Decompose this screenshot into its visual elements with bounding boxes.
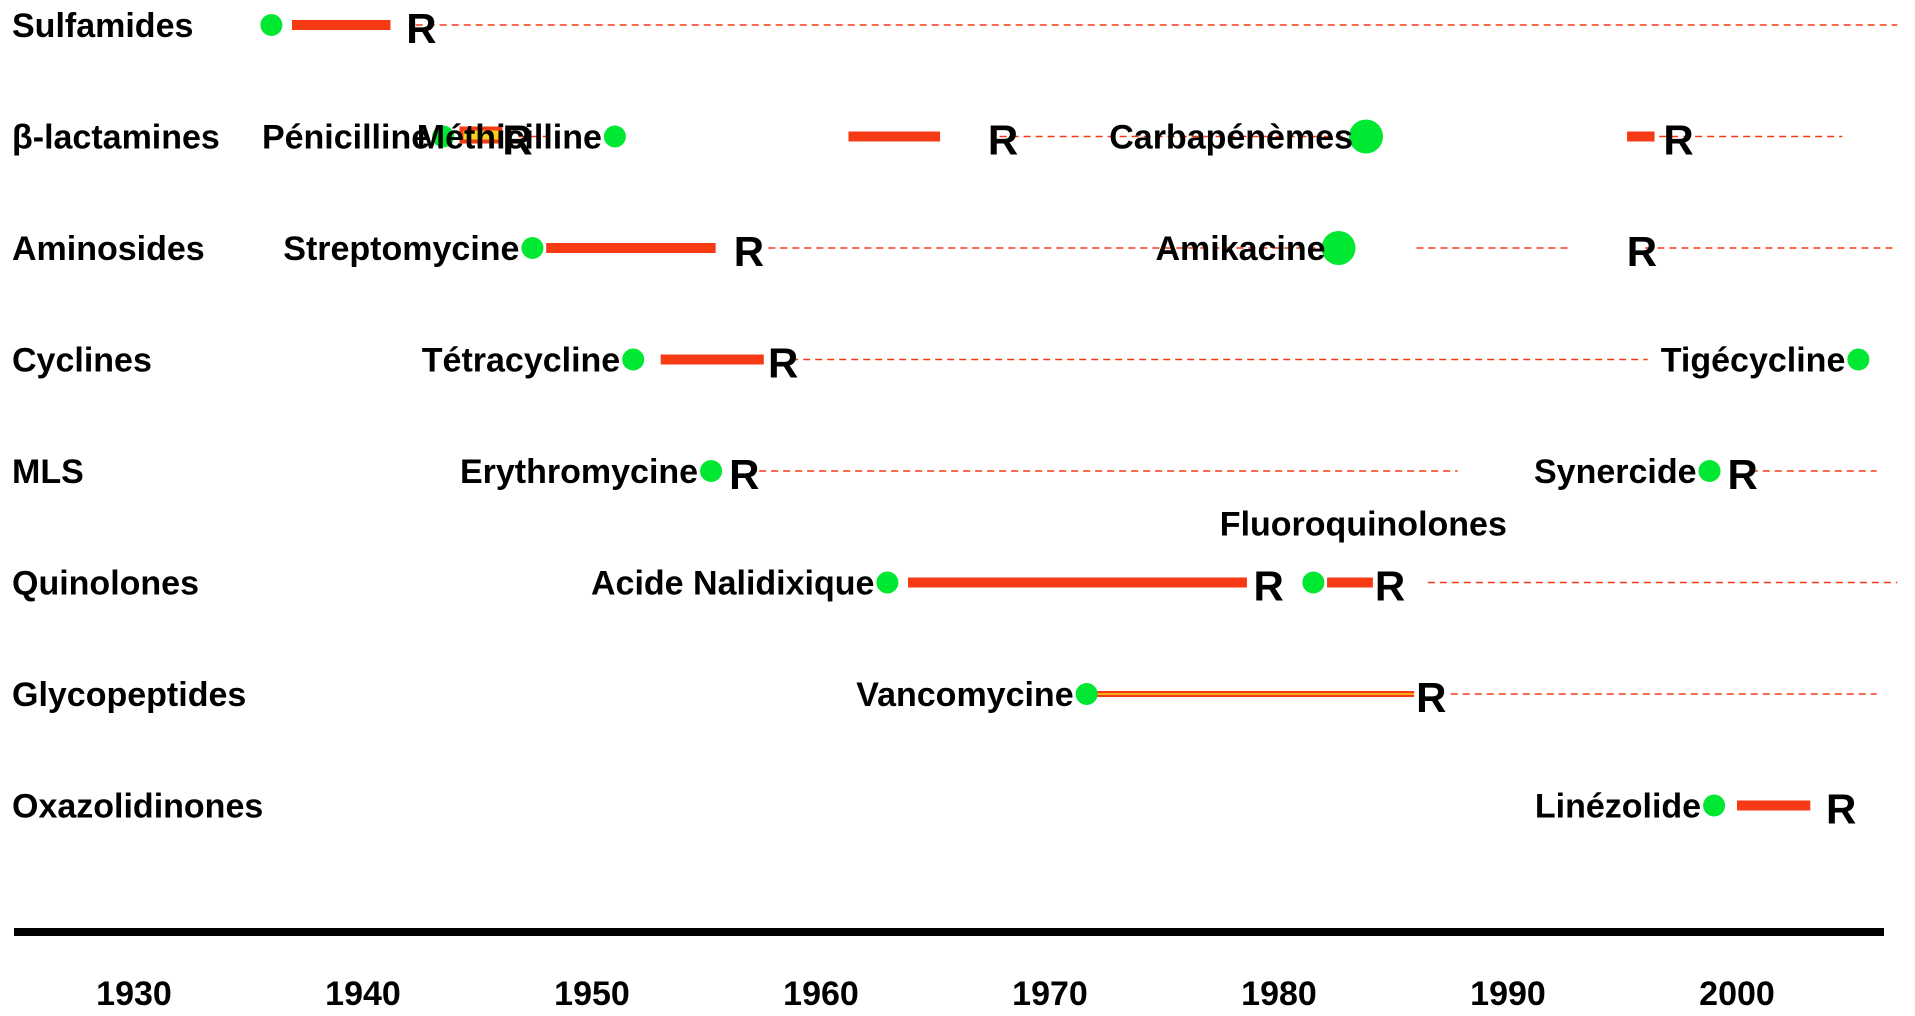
introduction-dot: [1847, 348, 1870, 371]
year-tick-label: 1930: [96, 975, 172, 1013]
drug-class-label: MLS: [12, 453, 84, 491]
drug-name-label: Streptomycine: [283, 230, 519, 268]
resistance-marker: R: [1728, 451, 1758, 498]
drug-name-label: Méthicilline: [417, 119, 602, 157]
resistance-marker: R: [729, 451, 759, 498]
introduction-dot: [1321, 231, 1356, 265]
introduction-dot: [1075, 683, 1098, 705]
year-tick-label: 1960: [783, 975, 859, 1013]
resistance-marker: R: [768, 340, 798, 387]
resistance-delay-bar: [848, 131, 941, 142]
resistance-delay-bar: [1627, 131, 1655, 142]
introduction-dot: [432, 125, 455, 148]
year-tick-label: 1940: [325, 975, 401, 1013]
resistance-delay-bar: [908, 577, 1247, 588]
resistance-spread-lines: [415, 24, 1898, 695]
resistance-marker: R: [1826, 786, 1856, 833]
drug-name-label: Erythromycine: [460, 453, 698, 491]
drug-class-label: Sulfamides: [12, 7, 193, 45]
introduction-dot: [521, 237, 544, 259]
drug-class-label: Aminosides: [12, 230, 205, 268]
resistance-delay-bars: [292, 20, 1811, 811]
resistance-delay-bar: [546, 243, 716, 253]
drug-name-label: Amikacine: [1155, 230, 1325, 268]
resistance-marker: R: [734, 228, 764, 275]
introduction-dots: [260, 14, 1870, 817]
drug-class-label: β-lactamines: [12, 119, 220, 157]
drug-name-label: Fluoroquinolones: [1220, 506, 1507, 544]
drug-name-label: Acide Nalidixique: [591, 565, 874, 603]
drug-name-label: Linézolide: [1535, 788, 1701, 826]
resistance-marker: R: [1663, 117, 1693, 164]
year-tick-label: 1970: [1012, 975, 1088, 1013]
drug-class-label: Cyclines: [12, 342, 152, 380]
resistance-delay-bar: [1737, 800, 1811, 811]
introduction-dot: [876, 571, 899, 594]
resistance-delay-bar: [292, 20, 391, 30]
drug-name-label: Pénicilline: [262, 119, 430, 157]
drug-name-label: Carbapénèmes: [1109, 119, 1353, 157]
resistance-marker: R: [1627, 228, 1657, 275]
introduction-dot: [1349, 119, 1384, 154]
introduction-dot: [603, 125, 626, 148]
introduction-dot: [1302, 571, 1325, 594]
resistance-marker: R: [502, 117, 532, 164]
introduction-dot: [622, 348, 645, 371]
resistance-marker: R: [1416, 674, 1446, 721]
drug-class-label: Glycopeptides: [12, 676, 246, 714]
year-tick-label: 1990: [1470, 975, 1546, 1013]
drug-name-label: Tétracycline: [422, 342, 620, 380]
introduction-dot: [1703, 794, 1726, 817]
year-tick-label: 2000: [1699, 975, 1775, 1013]
resistance-marker: R: [406, 5, 436, 52]
resistance-marker: R: [1375, 563, 1405, 610]
drug-name-label: Tigécycline: [1661, 342, 1846, 380]
resistance-delay-bar: [660, 354, 764, 365]
introduction-dot: [700, 460, 723, 482]
year-axis: 1930 1940 1950 1960 1970 1980 1990 2000: [14, 928, 1884, 1013]
introduction-dot: [260, 14, 283, 36]
resistance-delay-bar: [459, 126, 503, 144]
drug-name-label: Vancomycine: [856, 676, 1073, 714]
year-tick-label: 1950: [554, 975, 630, 1013]
resistance-marker: R: [1254, 563, 1284, 610]
drug-name-label: Synercide: [1534, 453, 1697, 491]
drug-class-label: Oxazolidinones: [12, 788, 263, 826]
year-tick-label: 1980: [1241, 975, 1317, 1013]
resistance-marker: R: [988, 117, 1018, 164]
resistance-delay-bar: [1327, 577, 1373, 588]
introduction-dot: [1698, 460, 1721, 482]
drug-class-label: Quinolones: [12, 565, 199, 603]
